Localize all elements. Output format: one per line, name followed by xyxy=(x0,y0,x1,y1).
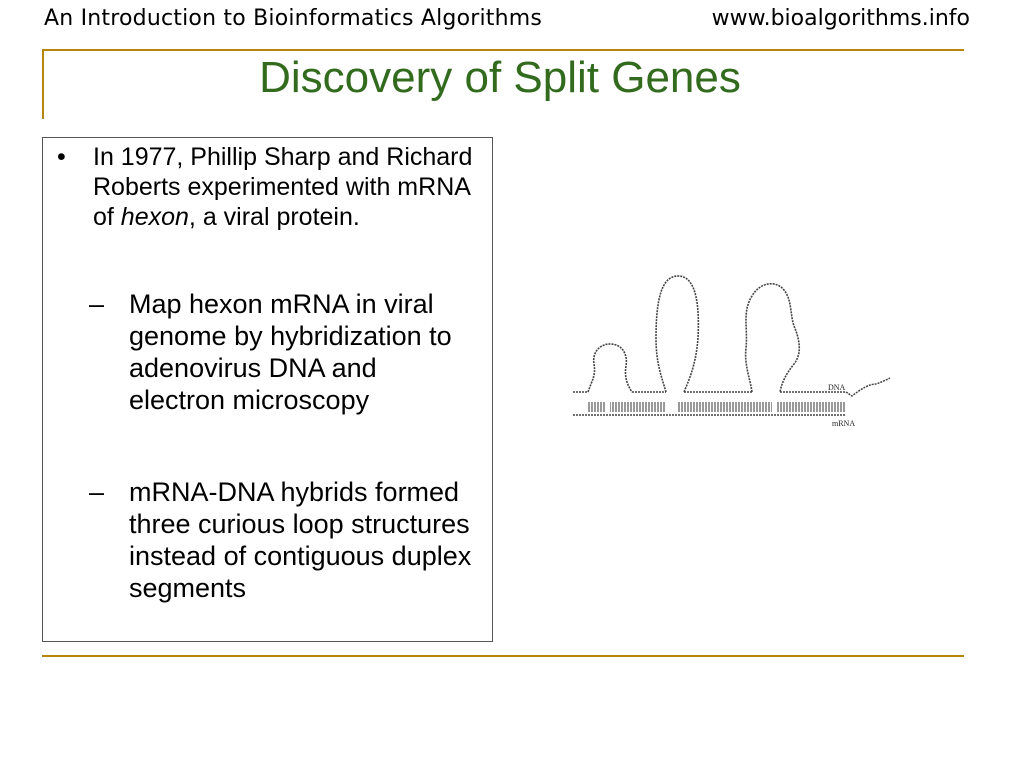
slide-title: Discovery of Split Genes xyxy=(259,53,741,102)
dna-label: DNA xyxy=(828,383,846,392)
right-loop xyxy=(744,283,801,393)
bullet-text-start: In 1977, Phillip Sharp and Richard Rober… xyxy=(93,143,473,231)
dna-tail-right xyxy=(845,377,891,397)
bullet-text-italic: hexon xyxy=(120,203,189,231)
top-divider xyxy=(42,49,964,51)
left-divider xyxy=(42,49,44,119)
bullet-text-end: , a viral protein. xyxy=(188,203,360,231)
bottom-divider xyxy=(42,655,964,657)
bullet-marker: • xyxy=(57,143,66,171)
dash-marker: – xyxy=(89,289,105,319)
hybrid-region xyxy=(588,402,606,412)
split-gene-loop-diagram: DNA mRNA xyxy=(573,275,891,428)
mrna-label: mRNA xyxy=(832,419,855,428)
sub-bullet-text: Map hexon mRNA in viral genome by hybrid… xyxy=(129,289,452,415)
hybrid-region xyxy=(776,402,846,412)
dash-marker: – xyxy=(89,477,105,507)
hybrid-region xyxy=(678,402,772,412)
middle-loop xyxy=(655,275,700,393)
content-box: • In 1977, Phillip Sharp and Richard Rob… xyxy=(42,137,493,642)
website-url: www.bioalgorithms.info xyxy=(711,6,970,31)
small-loop xyxy=(587,343,633,393)
sub-bullet-text: mRNA-DNA hybrids formed three curious lo… xyxy=(129,477,472,603)
main-bullet-text: In 1977, Phillip Sharp and Richard Rober… xyxy=(93,142,493,232)
hybrid-region xyxy=(610,402,666,412)
course-title: An Introduction to Bioinformatics Algori… xyxy=(44,6,543,31)
